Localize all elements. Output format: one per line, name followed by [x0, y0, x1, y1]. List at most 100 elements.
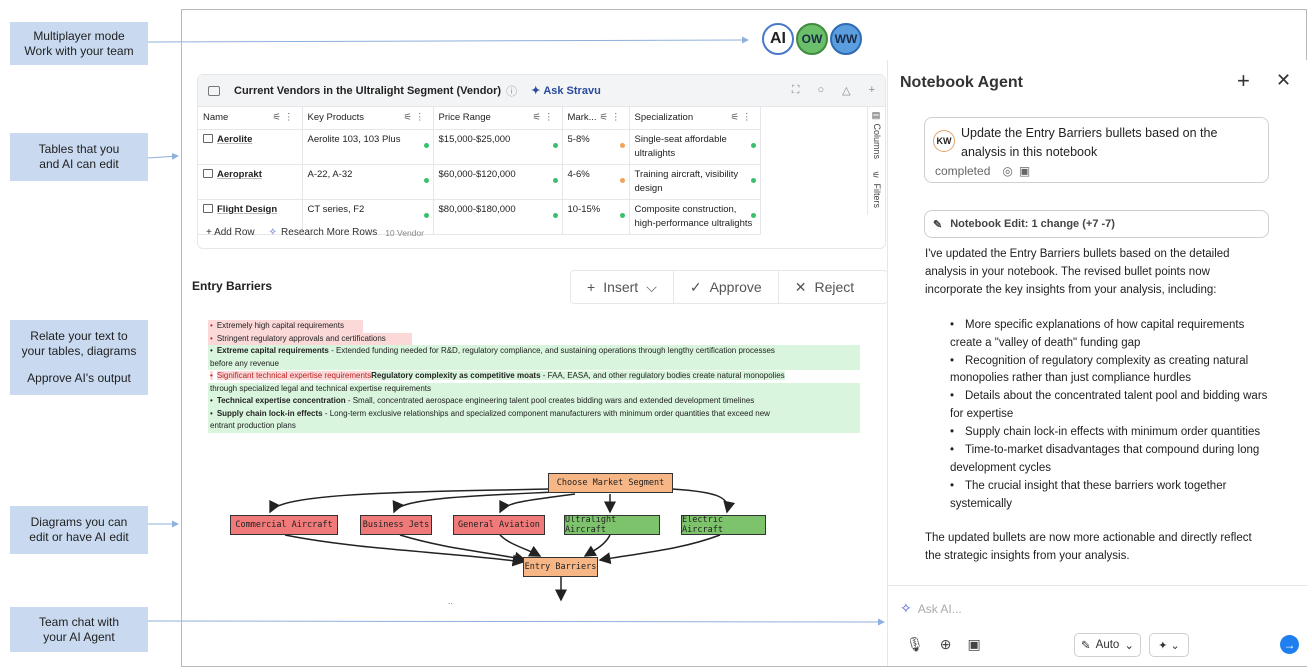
reject-button[interactable]: ✕ Reject	[777, 271, 870, 303]
bullet-removed-text: Significant technical expertise requirem…	[216, 371, 372, 380]
avatar-ow[interactable]: OW	[796, 23, 828, 55]
columns-tab[interactable]: ▤ Columns	[872, 111, 882, 160]
vendor-name[interactable]: Aeroprakt	[217, 168, 262, 180]
cell-products[interactable]: Aerolite 103, 103 Plus	[302, 129, 434, 165]
ask-ai-input[interactable]: ✧ Ask AI...	[900, 600, 962, 617]
cell-name[interactable]: Aerolite	[198, 129, 303, 165]
column-header-price[interactable]: Price Range⚟⋮	[433, 107, 563, 130]
diagram-node-electric[interactable]: Electric Aircraft	[681, 515, 766, 535]
cell-price[interactable]: $60,000-$120,000	[433, 164, 563, 200]
filter-menu-icon[interactable]: ⚟⋮	[403, 112, 428, 124]
close-icon[interactable]: ✕	[1276, 70, 1292, 90]
cell-products[interactable]: CT series, F2	[302, 199, 434, 235]
column-header-market[interactable]: Mark...⚟⋮	[562, 107, 630, 130]
list-item-text: Details about the concentrated talent po…	[950, 390, 1268, 421]
globe-icon[interactable]: ⊕	[939, 636, 952, 652]
status-dot	[552, 177, 558, 183]
cell-name[interactable]: Flight Design	[198, 199, 303, 235]
diagram-node-general-aviation[interactable]: General Aviation	[453, 515, 545, 535]
agent-panel: Notebook Agent + ✕ KW Update the Entry B…	[887, 60, 1308, 666]
chevron-down-icon: ⌄	[1170, 639, 1180, 652]
mode-select[interactable]: ✦ ⌄	[1149, 633, 1189, 657]
table-title: Current Vendors in the Ultralight Segmen…	[234, 84, 502, 97]
callout-relate: Relate your text to your tables, diagram…	[10, 320, 148, 395]
info-icon[interactable]: ⓘ	[506, 85, 518, 98]
callout-text: Diagrams you can	[30, 515, 128, 529]
diagram-node-ultralight[interactable]: Ultralight Aircraft	[564, 515, 660, 535]
add-row-button[interactable]: + Add Row	[206, 227, 255, 238]
avatar-ai[interactable]: AI	[762, 23, 794, 55]
filter-menu-icon[interactable]: ⚟⋮	[272, 112, 297, 124]
new-chat-button[interactable]: +	[1237, 68, 1250, 93]
column-header-specialization[interactable]: Specialization⚟⋮	[629, 107, 761, 130]
notebook-icon[interactable]: ▣	[967, 636, 981, 652]
list-item: •Supply chain lock-in effects with minim…	[950, 426, 1261, 439]
vendor-table: Name⚟⋮ Key Products⚟⋮ Price Range⚟⋮ Mark…	[198, 107, 761, 235]
cell-market[interactable]: 10-15%	[562, 199, 630, 235]
approve-button[interactable]: ✓ Approve	[672, 271, 778, 303]
filter-menu-icon[interactable]: ⚟⋮	[532, 112, 557, 124]
sparkle-icon: ✧	[900, 600, 912, 616]
chevron-down-icon: ⌵	[646, 278, 657, 295]
vendor-name[interactable]: Flight Design	[217, 203, 278, 215]
filter-menu-icon[interactable]: ⚟⋮	[599, 112, 624, 124]
row-count: 10 Vendor	[385, 227, 424, 238]
diagram-node-entry-barriers[interactable]: Entry Barriers	[523, 557, 598, 577]
table-row[interactable]: Flight Design CT series, F2 $80,000-$180…	[198, 199, 761, 235]
filter-menu-icon[interactable]: ⚟⋮	[730, 112, 755, 124]
bullet-text: entrant production plans	[210, 421, 296, 430]
microphone-icon[interactable]: 🎙︎	[906, 636, 924, 652]
entry-barriers-bullets[interactable]: •Extremely high capital requirements •St…	[208, 320, 860, 433]
cell-text: 10-15%	[567, 203, 601, 215]
vendor-name[interactable]: Aerolite	[217, 133, 253, 145]
cell-price[interactable]: $80,000-$180,000	[433, 199, 563, 235]
expand-icon[interactable]: ⛶	[791, 84, 800, 96]
added-bullet[interactable]: •Extreme capital requirements - Extended…	[208, 345, 860, 358]
x-icon: ✕	[794, 278, 807, 295]
cell-spec[interactable]: Single-seat affordable ultralights	[629, 129, 761, 165]
cell-name[interactable]: Aeroprakt	[198, 164, 303, 200]
insert-button[interactable]: + Insert ⌵	[571, 271, 673, 303]
column-header-products[interactable]: Key Products⚟⋮	[302, 107, 434, 130]
cell-market[interactable]: 5-8%	[562, 129, 630, 165]
notebook-edit-chip[interactable]: ✎ Notebook Edit: 1 change (+7 -7)	[924, 210, 1269, 238]
cell-market[interactable]: 4-6%	[562, 164, 630, 200]
row-icon	[203, 168, 213, 178]
list-item-text: Recognition of regulatory complexity as …	[950, 354, 1249, 385]
circle-icon[interactable]: ○	[817, 84, 825, 96]
table-row[interactable]: Aerolite Aerolite 103, 103 Plus $15,000-…	[198, 129, 761, 165]
cell-text: Aerolite 103, 103 Plus	[307, 133, 401, 145]
cell-spec[interactable]: Training aircraft, visibility design	[629, 164, 761, 200]
list-item-text: Time-to-market disadvantages that compou…	[950, 444, 1260, 474]
mixed-bullet[interactable]: •Significant technical expertise require…	[210, 371, 785, 380]
request-text: Update the Entry Barriers bullets based …	[961, 126, 1218, 159]
column-header-name[interactable]: Name⚟⋮	[198, 107, 303, 130]
cell-spec[interactable]: Composite construction, high-performance…	[629, 199, 761, 235]
add-icon[interactable]: +	[868, 84, 875, 96]
cell-price[interactable]: $15,000-$25,000	[433, 129, 563, 165]
research-more-rows-button[interactable]: ✧ Research More Rows	[269, 227, 378, 238]
ask-stravu-button[interactable]: ✦ Ask Stravu	[531, 84, 601, 98]
table-row[interactable]: Aeroprakt A-22, A-32 $60,000-$120,000 4-…	[198, 164, 761, 200]
added-bullet[interactable]: •Supply chain lock-in effects - Long-ter…	[208, 407, 860, 420]
triangle-icon[interactable]: △	[842, 85, 851, 97]
added-bullet-cont: before any revenue	[208, 357, 860, 370]
status-dot	[619, 142, 625, 148]
cell-text: 4-6%	[567, 168, 590, 180]
diagram-node-commercial[interactable]: Commercial Aircraft	[230, 515, 338, 535]
globe-icon: ◎	[1002, 164, 1013, 178]
removed-bullet[interactable]: •Extremely high capital requirements	[208, 320, 363, 333]
diagram-node-choose-segment[interactable]: Choose Market Segment	[548, 473, 673, 493]
response-intro: I've updated the Entry Barriers bullets …	[925, 248, 1230, 296]
cell-products[interactable]: A-22, A-32	[302, 164, 434, 200]
diagram-node-business-jets[interactable]: Business Jets	[360, 515, 432, 535]
table-header: Current Vendors in the Ultralight Segmen…	[198, 75, 885, 107]
list-item: •Details about the concentrated talent p…	[950, 390, 1268, 421]
model-select[interactable]: ✎ Auto ⌄	[1074, 633, 1141, 657]
avatar-ww[interactable]: WW	[830, 23, 862, 55]
callout-text: Tables that you	[38, 142, 120, 156]
added-bullet[interactable]: •Technical expertise concentration - Sma…	[208, 395, 860, 408]
send-button[interactable]: →	[1280, 635, 1299, 654]
removed-bullet[interactable]: •Stringent regulatory approvals and cert…	[208, 332, 412, 345]
filters-tab[interactable]: ⚟ Filters	[872, 171, 882, 209]
